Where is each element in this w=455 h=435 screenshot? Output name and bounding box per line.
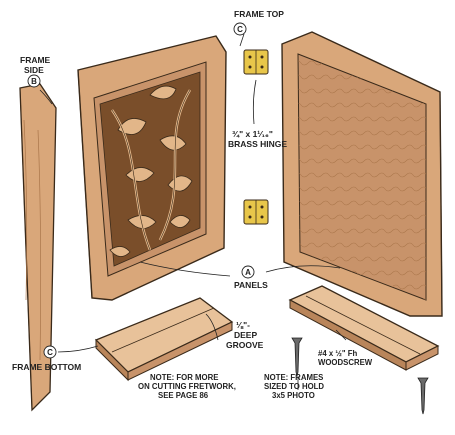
fretwork-note-line2: ON CUTTING FRETWORK, <box>138 382 236 391</box>
frame-bottom-right <box>288 285 440 371</box>
frames-note-line2: SIZED TO HOLD <box>264 382 324 391</box>
hinge-bottom <box>243 199 269 225</box>
woodscrew-1 <box>291 337 303 377</box>
fretwork-pattern <box>109 85 193 257</box>
svg-text:B: B <box>31 77 37 86</box>
callout-c-bottom: C <box>43 345 57 359</box>
svg-text:A: A <box>245 268 251 277</box>
frames-note-line3: 3x5 PHOTO <box>272 391 315 400</box>
frame-bottom-left <box>94 297 234 382</box>
frames-note-line1: NOTE: FRAMES <box>264 373 323 382</box>
fretwork-frame <box>77 35 227 301</box>
screw-label-line2: WOODSCREW <box>318 358 373 367</box>
callout-b: B <box>27 74 41 88</box>
hinge-size-label: ¾" x 1¹⁄₁₆" <box>232 129 273 139</box>
frame-top-label: FRAME TOP <box>234 9 284 19</box>
groove-label-line1: ⅛"- <box>236 320 250 330</box>
panels-label: PANELS <box>234 280 268 290</box>
frame-bottom-label: FRAME BOTTOM <box>12 362 81 372</box>
fretwork-note-line3: SEE PAGE 86 <box>158 391 209 400</box>
back-panel-frame <box>281 31 443 317</box>
woodscrew-2 <box>417 377 429 415</box>
fretwork-note-line1: NOTE: FOR MORE <box>150 373 218 382</box>
frame-side-label-line1: FRAME <box>20 55 51 65</box>
groove-label-line3: GROOVE <box>226 340 264 350</box>
hinge-top <box>243 49 269 75</box>
screw-label-line1: #4 x ½" Fh <box>318 349 357 358</box>
hinge-type-label: BRASS HINGE <box>228 139 287 149</box>
groove-label-line2: DEEP <box>234 330 257 340</box>
frame-side-piece <box>19 83 57 412</box>
svg-text:C: C <box>47 348 53 357</box>
leader-lines <box>39 33 347 390</box>
callout-a: A <box>241 265 255 279</box>
frame-side-label-line2: SIDE <box>24 65 44 75</box>
callout-c-top: C <box>233 22 247 36</box>
svg-text:C: C <box>237 25 243 34</box>
